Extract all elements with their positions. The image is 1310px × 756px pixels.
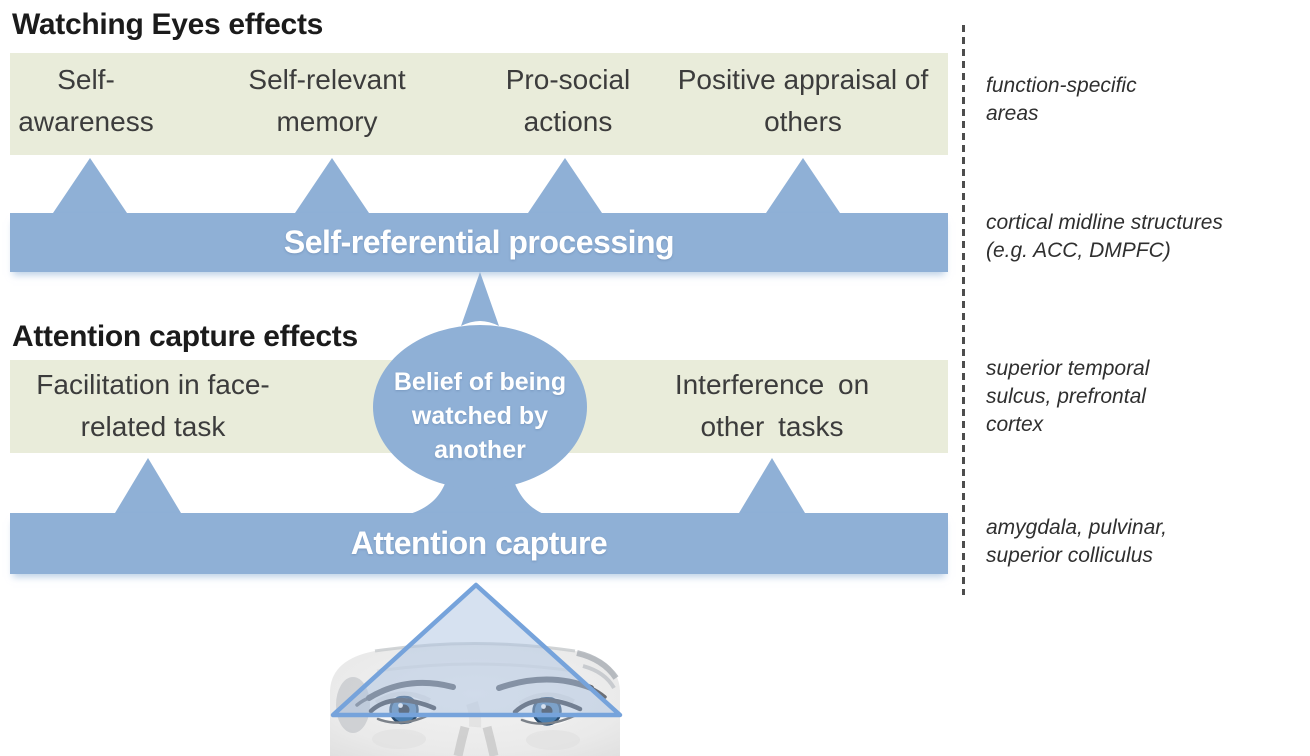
- belief-hub-label: Belief of being watched by another: [393, 368, 567, 464]
- gaze-triangle-overlay: [330, 582, 623, 718]
- effect-item-positive-appraisal: Positive appraisal of others: [677, 64, 929, 137]
- effect-item-facilitation: Facilitation in face- related task: [36, 369, 270, 442]
- up-arrow-icon: [53, 158, 127, 213]
- belief-hub-shape: [373, 272, 587, 517]
- brain-region-label-sts-prefrontal: superior temporal sulcus, prefrontal cor…: [986, 357, 1150, 436]
- effect-item-self-relevant-memory: Self-relevant memory: [248, 64, 406, 137]
- brain-region-label-amygdala: amygdala, pulvinar, superior colliculus: [986, 516, 1167, 567]
- dotted-divider-line: [962, 25, 965, 595]
- eyes-photo: [330, 582, 623, 756]
- up-arrow-icon: [528, 158, 602, 213]
- attention-capture-label: Attention capture: [350, 525, 608, 561]
- self-referential-processing-bar: Self-referential processing: [10, 213, 948, 272]
- up-arrow-icon: [115, 458, 181, 513]
- function-effects-band: [10, 53, 948, 155]
- watching-eyes-heading: Watching Eyes effects: [12, 8, 324, 41]
- up-arrow-icon: [739, 458, 805, 513]
- effect-item-interference: Interference on other tasks: [674, 369, 870, 442]
- effect-item-self-awareness: Self- awareness: [18, 64, 154, 137]
- up-arrow-icon: [766, 158, 840, 213]
- self-referential-processing-label: Self-referential processing: [283, 224, 675, 260]
- attention-capture-bar: Attention capture: [10, 513, 948, 574]
- brain-region-label-cortical-midline: cortical midline structures (e.g. ACC, D…: [986, 211, 1223, 262]
- attention-capture-heading: Attention capture effects: [12, 320, 358, 353]
- up-arrow-icon: [295, 158, 369, 213]
- effect-item-prosocial-actions: Pro-social actions: [505, 64, 631, 137]
- brain-region-label-function-specific: function-specific areas: [986, 74, 1137, 125]
